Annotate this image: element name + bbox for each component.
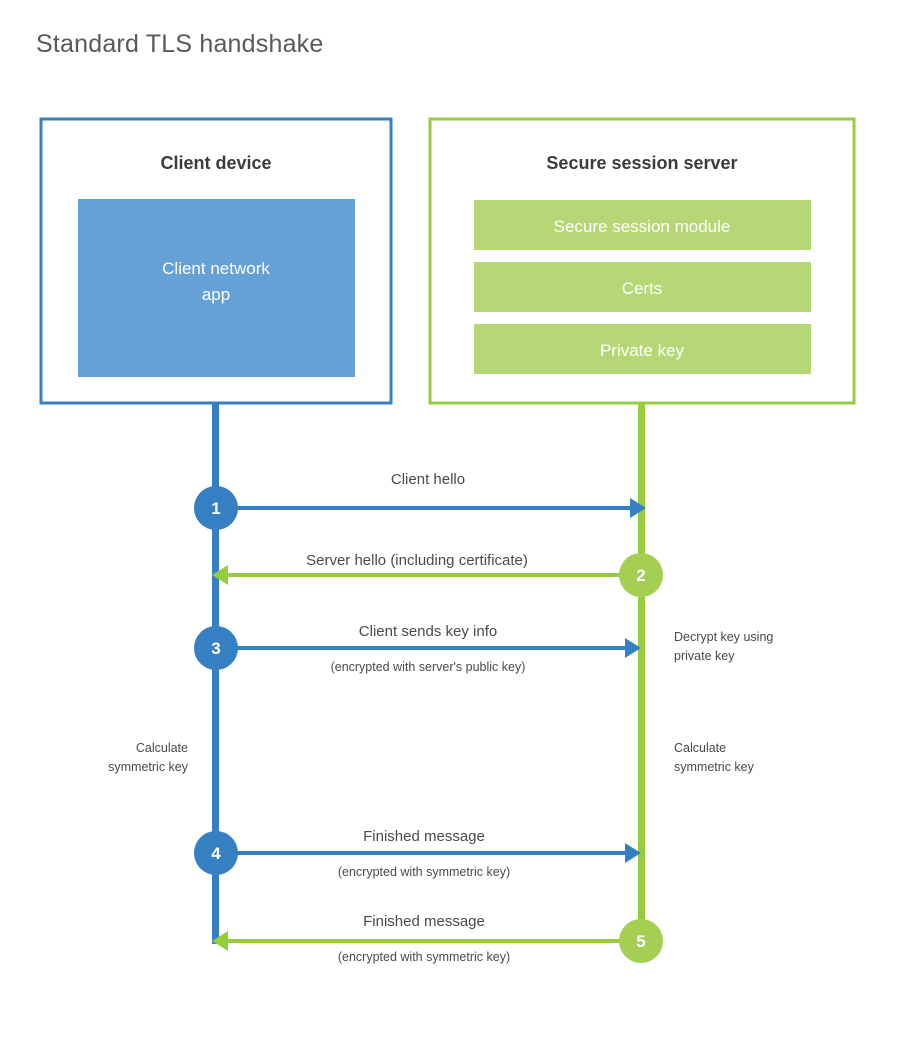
step-2-arrowhead bbox=[212, 565, 228, 585]
server-lifeline bbox=[638, 403, 645, 941]
client-network-app-label-line1: Client network bbox=[162, 259, 270, 278]
step-5-group: Finished message 5 (encrypted with symme… bbox=[212, 913, 663, 964]
step-4-number: 4 bbox=[211, 844, 221, 863]
step-3-group: Client sends key info 3 (encrypted with … bbox=[194, 623, 641, 674]
step-4-message-main: Finished message bbox=[363, 828, 485, 845]
client-calc-line2: symmetric key bbox=[108, 760, 189, 774]
server-item-label-0: Secure session module bbox=[554, 217, 731, 236]
step-3-number: 3 bbox=[211, 639, 220, 658]
step-3-arrowhead bbox=[625, 638, 641, 658]
server-item-block-1 bbox=[474, 262, 811, 312]
step-1-group: Client hello 1 bbox=[194, 471, 646, 530]
client-calculate-symmetric-key-annotation: Calculate symmetric key bbox=[108, 741, 189, 774]
server-calculate-symmetric-key-annotation: Calculate symmetric key bbox=[674, 741, 755, 774]
server-calc-line1: Calculate bbox=[674, 741, 726, 755]
client-device-box: Client device Client network app bbox=[39, 117, 393, 405]
step-3-marker bbox=[194, 626, 238, 670]
step-2-message-main: Server hello (including certificate) bbox=[306, 552, 528, 569]
step-1-number: 1 bbox=[211, 499, 220, 518]
step-5-arrowhead bbox=[212, 931, 228, 951]
step-1-marker bbox=[194, 486, 238, 530]
step-4-marker bbox=[194, 831, 238, 875]
server-box-heading: Secure session server bbox=[546, 153, 737, 173]
client-box-heading: Client device bbox=[160, 153, 271, 173]
server-item-label-1: Certs bbox=[622, 279, 663, 298]
client-network-app-label-line2: app bbox=[202, 285, 230, 304]
step-1-message-main: Client hello bbox=[391, 471, 465, 488]
step-5-marker bbox=[619, 919, 663, 963]
step-2-group: Server hello (including certificate) 2 bbox=[212, 552, 663, 597]
client-network-app-block bbox=[78, 199, 355, 377]
decrypt-key-annotation: Decrypt key using private key bbox=[674, 630, 773, 663]
server-item-block-0 bbox=[474, 200, 811, 250]
server-item-label-2: Private key bbox=[600, 341, 685, 360]
page-title: Standard TLS handshake bbox=[36, 30, 323, 58]
server-calc-line2: symmetric key bbox=[674, 760, 755, 774]
step-5-number: 5 bbox=[636, 932, 645, 951]
client-calc-line1: Calculate bbox=[136, 741, 188, 755]
step-1-arrowhead bbox=[630, 498, 646, 518]
client-lifeline bbox=[212, 403, 219, 944]
server-item-block-2 bbox=[474, 324, 811, 374]
secure-session-server-box: Secure session server Secure session mod… bbox=[428, 117, 856, 405]
step-2-marker bbox=[619, 553, 663, 597]
decrypt-key-line2: private key bbox=[674, 649, 735, 663]
step-5-message-sub: (encrypted with symmetric key) bbox=[338, 950, 510, 964]
step-4-arrowhead bbox=[625, 843, 641, 863]
step-5-message-main: Finished message bbox=[363, 913, 485, 930]
step-2-number: 2 bbox=[636, 566, 645, 585]
step-3-message-main: Client sends key info bbox=[359, 623, 497, 640]
step-4-message-sub: (encrypted with symmetric key) bbox=[338, 865, 510, 879]
decrypt-key-line1: Decrypt key using bbox=[674, 630, 773, 644]
step-3-message-sub: (encrypted with server's public key) bbox=[331, 660, 526, 674]
step-4-group: Finished message 4 (encrypted with symme… bbox=[194, 828, 641, 879]
